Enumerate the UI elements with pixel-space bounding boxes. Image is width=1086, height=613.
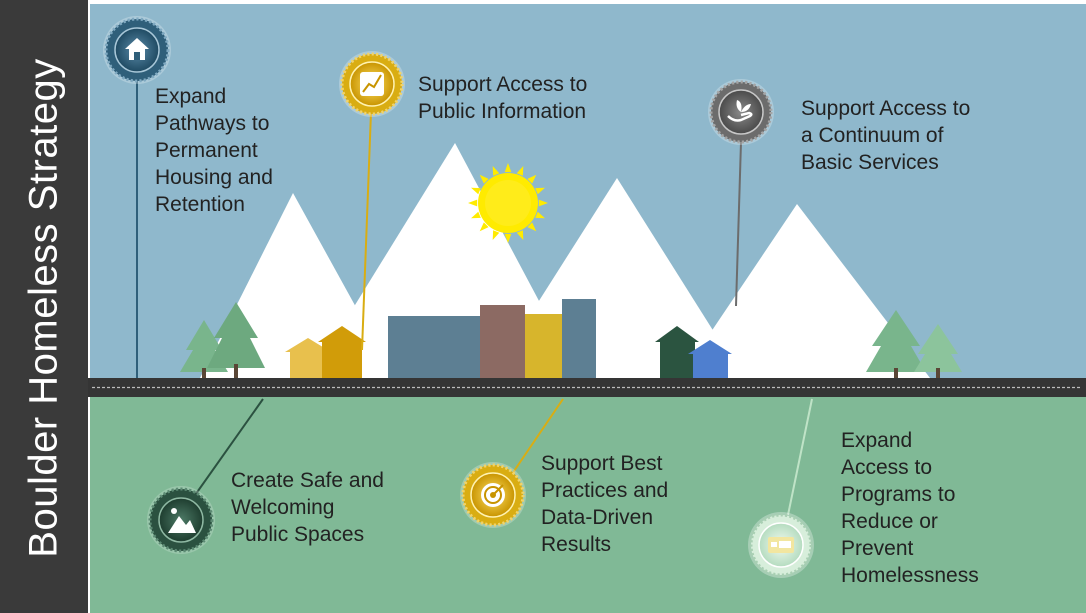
sun-ray [492,166,500,176]
goal-label-public-information: Support Access to Public Information [418,73,588,123]
pin-lines [136,72,813,516]
sun-ray [504,163,512,173]
trees [180,302,962,378]
bed-icon [748,512,814,578]
sun-ray [535,187,545,195]
hand-plant-icon [708,79,774,145]
ground-panel [90,397,1086,613]
sidebar-panel: Boulder Homeless Strategy [0,0,88,613]
sun-ray [527,222,537,232]
goal-label-prevent-homelessness: Expand Access to Programs to Reduce or P… [841,429,979,587]
sun-ray [516,230,524,240]
goal-label-basic-services: Support Access to a Continuum of Basic S… [801,97,971,174]
page-title: Boulder Homeless Strategy [21,58,66,558]
goal-label-housing: Expand Pathways to Permanent Housing and… [155,85,273,216]
mountain-sun-icon [147,486,215,554]
sun-ray [479,174,489,184]
sun-ray [471,211,481,219]
house-icon [103,16,171,84]
target-icon [460,462,526,528]
sun-ray [468,199,478,207]
sun-ray [527,174,537,184]
sun-ray [471,187,481,195]
sun-ray [504,233,512,243]
chart-icon [339,51,405,117]
houses [285,326,732,378]
sun-ray [516,166,524,176]
goal-label-public-spaces: Create Safe and Welcoming Public Spaces [231,469,384,546]
sun-ray [538,199,548,207]
city-buildings [388,299,596,378]
sun-icon [468,163,548,243]
sun-ray [535,211,545,219]
sun-ray [479,222,489,232]
sun-ray [492,230,500,240]
goal-label-best-practices: Support Best Practices and Data-Driven R… [541,452,669,556]
